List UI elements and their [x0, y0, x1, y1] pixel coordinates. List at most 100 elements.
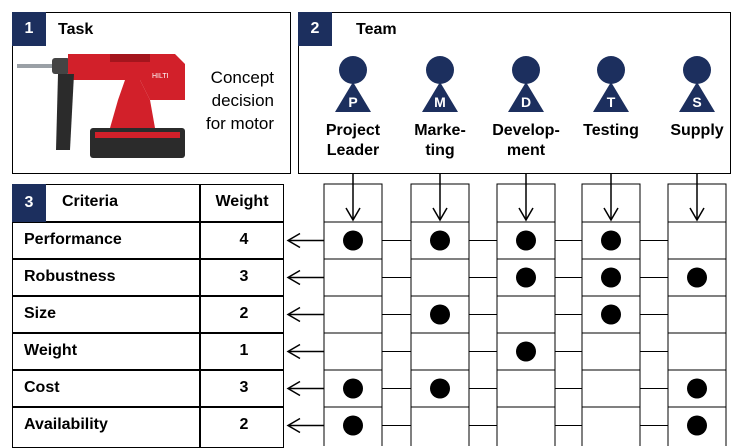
task-line-2: decision: [211, 91, 274, 110]
team-member-label-line: Marke-: [414, 122, 466, 139]
person-head-icon: [426, 56, 454, 84]
responsibility-dot: [601, 304, 621, 325]
criteria-row-weight-cell: [200, 296, 284, 333]
criteria-row-name-cell: [12, 370, 200, 407]
person-body-icon: [335, 82, 371, 112]
person-body-icon: [679, 82, 715, 112]
responsibility-dot: [601, 267, 621, 288]
matrix-cell: [323, 332, 383, 371]
person-body-icon: [422, 82, 458, 112]
down-arrow-head: [603, 207, 619, 222]
criteria-weight: 1: [239, 342, 249, 359]
criteria-row-weight-cell: [200, 259, 284, 296]
team-member-label-line: ting: [425, 142, 455, 159]
down-arrow-head: [689, 207, 705, 222]
down-arrow-head: [518, 207, 534, 222]
criteria-row-name-cell: [12, 222, 200, 259]
person-head-icon: [683, 56, 711, 84]
matrix-cell: [410, 332, 470, 371]
weight-header-cell: [200, 184, 284, 222]
matrix-cell: [667, 221, 727, 260]
criteria-row-name-cell: [12, 333, 200, 370]
matrix-cell: [667, 295, 727, 334]
down-arrow-head: [432, 207, 448, 222]
matrix-cell: [667, 406, 727, 446]
responsibility-dot: [516, 267, 536, 288]
matrix-cell: [323, 406, 383, 446]
responsibility-dot: [687, 267, 707, 288]
matrix-cell: [581, 406, 641, 446]
team-title: Team: [356, 21, 397, 38]
matrix-cell: [323, 295, 383, 334]
person-initial: T: [607, 94, 616, 110]
criteria-name: Size: [24, 305, 57, 322]
criteria-row-name-cell: [12, 259, 200, 296]
team-member-label-line: Develop-: [492, 122, 560, 139]
left-arrow-head: [286, 343, 301, 360]
matrix-cell: [667, 332, 727, 371]
responsibility-dot: [343, 415, 363, 436]
task-number-badge: 1: [12, 12, 46, 46]
responsibility-dot: [343, 230, 363, 251]
person-head-icon: [597, 56, 625, 84]
criteria-number-badge: 3: [12, 184, 46, 222]
criteria-weight: 2: [239, 305, 249, 322]
matrix-cell: [581, 332, 641, 371]
matrix-cell: [496, 295, 556, 334]
criteria-weight: 3: [239, 379, 249, 396]
task-title: Task: [58, 21, 94, 38]
team-member-label: Develop-ment: [471, 121, 581, 161]
task-line-3: for motor: [205, 114, 274, 133]
matrix-cell: [410, 406, 470, 446]
person-initial: D: [521, 94, 531, 110]
matrix-cell: [581, 369, 641, 408]
criteria-title: Criteria: [62, 193, 119, 210]
criteria-row-weight-cell: [200, 222, 284, 259]
responsibility-dot: [430, 304, 450, 325]
team-member-label: Marke-ting: [385, 121, 495, 161]
team-member-label-line: ment: [506, 142, 546, 159]
team-member-label: Supply: [642, 121, 742, 161]
team-member-label-line: Supply: [670, 122, 724, 139]
person-initial: P: [348, 94, 357, 110]
responsibility-dot: [516, 230, 536, 251]
criteria-name: Availability: [24, 416, 108, 433]
team-member-label-line: Testing: [583, 122, 639, 139]
team-member-label-line: Project: [325, 122, 381, 139]
criteria-weight: 3: [239, 268, 249, 285]
team-member-label-line: Leader: [326, 142, 380, 159]
criteria-name: Cost: [24, 379, 60, 396]
criteria-row-weight-cell: [200, 407, 284, 448]
person-initial: M: [434, 94, 446, 110]
criteria-row-name-cell: [12, 296, 200, 333]
team-number-badge: 2: [298, 12, 332, 46]
task-line-1: Concept: [210, 68, 274, 87]
criteria-name: Weight: [24, 342, 78, 359]
responsibility-dot: [601, 230, 621, 251]
criteria-name: Performance: [24, 231, 122, 248]
criteria-row-weight-cell: [200, 370, 284, 407]
criteria-name: Robustness: [24, 268, 116, 285]
criteria-weight: 4: [239, 231, 249, 248]
left-arrow-head: [286, 232, 301, 249]
person-initial: S: [692, 94, 701, 110]
matrix-cell: [496, 369, 556, 408]
person-body-icon: [593, 82, 629, 112]
team-member-label: Testing: [556, 121, 666, 161]
responsibility-dot: [687, 415, 707, 436]
weight-header: Weight: [215, 193, 269, 210]
criteria-row-name-cell: [12, 407, 200, 448]
team-panel: [298, 12, 731, 174]
responsibility-dot: [687, 378, 707, 399]
task-description: Concept decision for motor: [188, 66, 274, 135]
left-arrow-head: [286, 306, 301, 323]
matrix-cell: [496, 406, 556, 446]
responsibility-dot: [430, 230, 450, 251]
responsibility-dot: [516, 341, 536, 362]
left-arrow-head: [286, 269, 301, 286]
criteria-weight: 2: [239, 416, 249, 433]
criteria-row-weight-cell: [200, 333, 284, 370]
matrix-cell: [323, 258, 383, 297]
